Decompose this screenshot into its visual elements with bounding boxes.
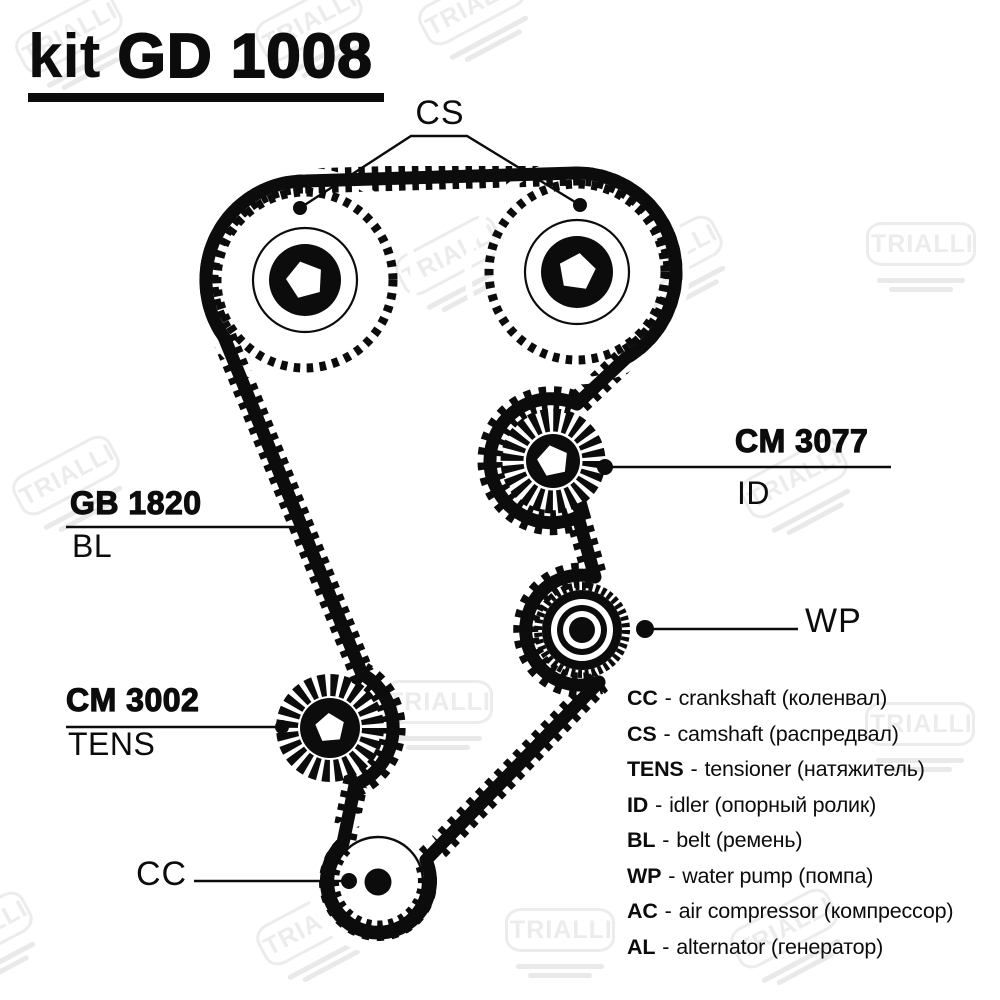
legend-separator: - — [663, 721, 671, 746]
water-pump-pulley — [534, 582, 630, 678]
legend-desc: idler (опорный ролик) — [669, 792, 877, 817]
legend-abbr: AL — [627, 934, 656, 959]
kit-prefix: kit — [28, 22, 101, 91]
leader-dots — [275, 198, 654, 889]
camshaft-pulley-right — [484, 179, 670, 365]
legend-separator: - — [655, 792, 663, 817]
legend-abbr: ID — [627, 792, 649, 817]
legend-separator: - — [690, 757, 698, 781]
legend-row-camshaft: CS-camshaft (распредвал) — [627, 717, 953, 753]
legend-desc: water pump (помпа) — [682, 863, 874, 888]
water-pump-dot — [636, 620, 654, 638]
idler-dot — [597, 459, 613, 475]
legend-abbr: BL — [627, 828, 656, 852]
idler-abbr: ID — [737, 475, 770, 511]
title-underline — [28, 93, 384, 102]
camshaft-pulley-left — [212, 187, 398, 373]
legend-abbr: CC — [627, 686, 658, 710]
idler-roller — [500, 408, 606, 514]
legend-separator: - — [668, 863, 676, 888]
leader-lines — [66, 134, 891, 883]
abbreviation-legend: CC-crankshaft (коленвал) CS-camshaft (ра… — [627, 681, 953, 965]
legend-row-idler: ID-idler (опорный ролик) — [627, 788, 953, 824]
legend-separator: - — [664, 899, 672, 923]
legend-desc: tensioner (натяжитель) — [704, 757, 925, 781]
legend-row-alternator: AL-alternator (генератор) — [627, 930, 953, 966]
tensioner-dot — [275, 720, 289, 734]
legend-separator: - — [662, 828, 670, 852]
legend-row-water-pump: WP-water pump (помпа) — [627, 859, 953, 895]
tensioner-part-number: CM 3002 — [65, 682, 200, 718]
legend-row-tensioner: TENS-tensioner (натяжитель) — [627, 752, 953, 788]
legend-row-air-compressor: AC-air compressor (компрессор) — [627, 894, 953, 930]
legend-abbr: TENS — [627, 757, 684, 781]
camshaft-right-dot — [573, 198, 587, 212]
water-pump-label: WP — [805, 602, 862, 640]
kit-code: GD 1008 — [117, 22, 373, 91]
legend-desc: camshaft (распредвал) — [677, 721, 899, 746]
legend-abbr: WP — [627, 863, 662, 888]
timing-belt-band — [199, 166, 683, 940]
crankshaft-label: CC — [136, 855, 188, 893]
belt-abbr: BL — [72, 528, 113, 564]
legend-row-crankshaft: CC-crankshaft (коленвал) — [627, 681, 953, 717]
legend-abbr: CS — [627, 721, 657, 746]
legend-separator: - — [662, 934, 670, 959]
camshaft-label: CS — [415, 94, 465, 132]
belt-dot — [295, 520, 309, 534]
legend-separator: - — [664, 686, 672, 710]
tensioner-roller — [276, 674, 384, 782]
legend-desc: belt (ремень) — [676, 828, 803, 852]
camshaft-leader-line — [299, 134, 581, 210]
legend-desc: air compressor (компрессор) — [678, 899, 954, 923]
camshaft-left-dot — [293, 201, 307, 215]
belt-part-number: GB 1820 — [69, 485, 202, 521]
legend-desc: crankshaft (коленвал) — [678, 686, 888, 710]
legend-desc: alternator (генератор) — [676, 934, 884, 959]
idler-part-number: CM 3077 — [734, 423, 869, 459]
page-title: kit GD 1008 — [28, 25, 373, 89]
crankshaft-dot — [341, 873, 357, 889]
legend-row-belt: BL-belt (ремень) — [627, 823, 953, 859]
timing-belt — [192, 140, 690, 953]
legend-abbr: AC — [627, 899, 658, 923]
tensioner-abbr: TENS — [68, 726, 156, 762]
